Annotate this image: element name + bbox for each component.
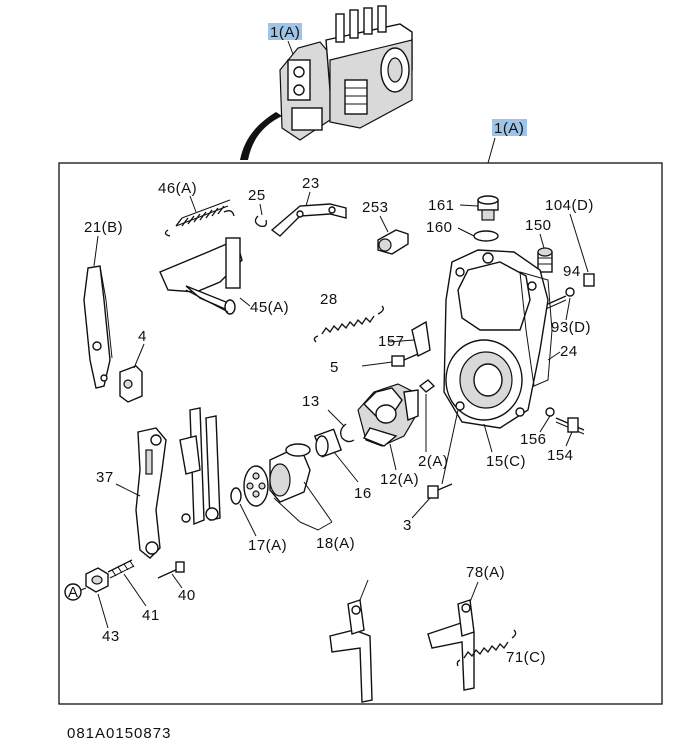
callout-46a[interactable]: 46(A): [158, 180, 197, 197]
callout-104d[interactable]: 104(D): [545, 197, 594, 214]
callout-2a[interactable]: 15(C): [486, 453, 526, 470]
assembly-label-frame[interactable]: 1(A): [494, 120, 524, 137]
callout-16[interactable]: 16: [354, 485, 372, 502]
part-156-washer: [545, 407, 555, 417]
assembly-label-highlight-top: [268, 23, 302, 40]
part-104d-part: [583, 273, 595, 287]
part-23-plate: [270, 203, 347, 237]
callout-a[interactable]: A: [68, 584, 79, 601]
callout-12a[interactable]: 12(A): [380, 471, 419, 488]
part-40-bolt: [157, 561, 185, 579]
part-3-bolt: [427, 409, 459, 499]
callout-24[interactable]: 28: [320, 291, 338, 308]
part-12a-holder: [357, 383, 419, 447]
part-160-oring: [473, 230, 499, 242]
callout-23[interactable]: 23: [302, 175, 320, 192]
part-150-cap: [537, 247, 553, 273]
callout-41[interactable]: 41: [142, 607, 160, 624]
callout-40[interactable]: 40: [178, 587, 196, 604]
assembly-label-top[interactable]: 1(A): [270, 24, 300, 41]
part-154-bolt: [555, 417, 585, 435]
part-78a-lever: [427, 599, 475, 691]
part-2a-housing: [443, 249, 549, 429]
part-157-bolt: [391, 353, 419, 367]
callout-a-marker: [64, 583, 82, 601]
part-15c-snapring: [340, 423, 355, 443]
detail-arrow: [240, 112, 282, 160]
callout-157[interactable]: 5: [330, 359, 339, 376]
part-41-screw: [107, 559, 135, 579]
callout-156[interactable]: 156: [520, 431, 547, 448]
callout-253[interactable]: 253: [362, 199, 389, 216]
callout-93d[interactable]: 93(D): [551, 319, 591, 336]
part-18a-bearing: [243, 443, 311, 507]
part-71c-spring: [456, 629, 517, 667]
part-45a-shaft-lever: [159, 237, 243, 315]
part-28-block: [119, 365, 143, 403]
part-253-nut: [377, 229, 409, 255]
drawing-code: 081A0150873: [67, 725, 171, 742]
callout-21b[interactable]: 21(B): [84, 219, 123, 236]
callout-71c[interactable]: 71(C): [506, 649, 546, 666]
part-46a-spring: [164, 199, 235, 237]
callout-154[interactable]: 154: [547, 447, 574, 464]
callout-43[interactable]: 43: [102, 628, 120, 645]
callout-25[interactable]: 25: [248, 187, 266, 204]
part-17a-washer: [230, 487, 242, 505]
part-43-nut: [85, 567, 109, 593]
part-25-clip: [254, 215, 268, 228]
part-13-key: [418, 379, 436, 393]
callout-161[interactable]: 161: [428, 197, 455, 214]
part-37-lever: [135, 427, 167, 559]
part-161-plug: [477, 195, 499, 221]
callout-160[interactable]: 160: [426, 219, 453, 236]
callout-5[interactable]: 24: [560, 343, 578, 360]
part-4-bracket: [411, 320, 431, 358]
part-24-spring: [313, 305, 384, 343]
assembly-label-highlight-frame: [492, 119, 527, 136]
callout-28[interactable]: 4: [138, 328, 147, 345]
callout-78a[interactable]: 78(A): [466, 564, 505, 581]
callout-37[interactable]: 37: [96, 469, 114, 486]
callout-3[interactable]: 3: [403, 517, 412, 534]
detail-frame: [58, 162, 663, 705]
injection-pump-overview: 1(A): [240, 5, 413, 160]
callout-15c[interactable]: 13: [302, 393, 320, 410]
part-16-sleeve: [313, 428, 343, 458]
part-21b-lever: [83, 265, 113, 389]
part-linkage-plates: [179, 407, 221, 526]
callout-13[interactable]: 2(A): [418, 453, 448, 470]
callout-17a[interactable]: 17(A): [248, 537, 287, 554]
callout-150[interactable]: 150: [525, 217, 552, 234]
part-5-gasket: [519, 271, 553, 387]
callout-94[interactable]: 94: [563, 263, 581, 280]
part-bottom-lever-left: [329, 599, 373, 703]
callout-18a[interactable]: 18(A): [316, 535, 355, 552]
callout-45a[interactable]: 45(A): [250, 299, 289, 316]
